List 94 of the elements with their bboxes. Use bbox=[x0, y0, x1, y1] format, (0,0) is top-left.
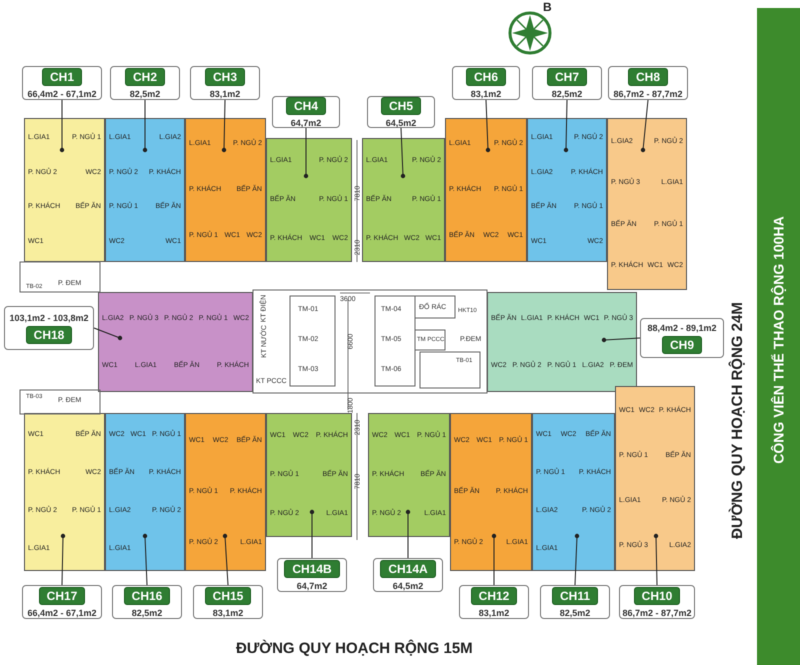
apartment-unit bbox=[24, 118, 105, 262]
leader-line bbox=[406, 510, 410, 558]
apartment-unit bbox=[607, 118, 687, 290]
apartment-unit bbox=[487, 292, 637, 392]
area-callout bbox=[459, 585, 529, 619]
leader-line bbox=[94, 328, 122, 340]
area-text: 66,4m2 - 67,1m2 bbox=[27, 608, 97, 618]
area-callout bbox=[190, 66, 260, 100]
area-text: 82,5m2 bbox=[560, 608, 590, 618]
area-text: 82,5m2 bbox=[130, 88, 160, 98]
leader-line bbox=[602, 338, 640, 342]
unit-badge: CH14B bbox=[284, 560, 340, 578]
apartment-unit bbox=[450, 413, 532, 571]
area-text: 64,7m2 bbox=[296, 580, 328, 590]
unit-badge: CH5 bbox=[380, 96, 421, 114]
unit-badge: CH16 bbox=[124, 586, 170, 604]
area-text: 64,5m2 bbox=[386, 118, 416, 128]
compass-letter: B bbox=[543, 0, 552, 14]
leader-line bbox=[222, 100, 226, 152]
area-callout bbox=[277, 558, 347, 592]
unit-badge: CH9 bbox=[662, 336, 702, 354]
area-callout bbox=[373, 558, 443, 592]
area-callout bbox=[112, 585, 182, 619]
leader-line bbox=[640, 100, 648, 152]
apartment-unit bbox=[362, 138, 445, 262]
unit-badge: CH3 bbox=[204, 68, 245, 86]
apartment-unit bbox=[98, 292, 253, 392]
area-callout bbox=[367, 96, 435, 128]
area-text: 86,7m2 - 87,7m2 bbox=[622, 608, 692, 618]
unit-badge: CH12 bbox=[470, 586, 518, 604]
area-text: 83,1m2 bbox=[210, 88, 240, 98]
leader-line bbox=[486, 100, 490, 152]
area-callout bbox=[452, 66, 520, 100]
road-label: ĐƯỜNG QUY HOẠCH RỘNG 24M bbox=[728, 302, 746, 538]
area-callout bbox=[4, 306, 94, 350]
area-callout bbox=[608, 66, 688, 100]
park-label: CÔNG VIÊN THỂ THAO RỘNG 100HA bbox=[770, 216, 786, 464]
unit-badge: CH10 bbox=[634, 586, 680, 604]
leader-line bbox=[222, 534, 228, 586]
unit-badge: CH7 bbox=[546, 68, 587, 86]
unit-badge: CH17 bbox=[38, 586, 86, 604]
apartment-unit bbox=[105, 118, 185, 262]
apartment-unit bbox=[185, 118, 266, 262]
leader-line bbox=[304, 128, 308, 178]
unit-badge: CH4 bbox=[286, 96, 326, 114]
leader-line bbox=[142, 100, 148, 152]
area-text: 66,4m2 - 67,1m2 bbox=[27, 88, 97, 98]
area-text: 88,4m2 - 89,1m2 bbox=[647, 322, 717, 332]
area-text: 64,5m2 bbox=[392, 580, 424, 590]
area-text: 83,1m2 bbox=[212, 608, 244, 618]
leader-line bbox=[400, 128, 406, 178]
road-label: ĐƯỜNG QUY HOẠCH RỘNG 15M bbox=[236, 640, 473, 657]
unit-badge: CH18 bbox=[26, 326, 72, 344]
unit-badge: CH15 bbox=[204, 586, 252, 604]
area-callout bbox=[22, 66, 102, 100]
leader-line bbox=[564, 100, 568, 152]
area-text: 82,5m2 bbox=[132, 608, 162, 618]
leader-line bbox=[142, 534, 148, 586]
apartment-unit bbox=[266, 138, 352, 262]
apartment-unit bbox=[368, 413, 450, 537]
area-text: 64,7m2 bbox=[290, 118, 322, 128]
area-callout bbox=[540, 585, 610, 619]
apartment-unit bbox=[615, 386, 695, 571]
unit-badge: CH14A bbox=[380, 560, 436, 578]
apartment-unit bbox=[24, 413, 105, 571]
unit-badge: CH6 bbox=[466, 68, 506, 86]
apartment-unit bbox=[185, 413, 266, 571]
apartment-unit bbox=[527, 118, 607, 262]
area-callout bbox=[619, 585, 695, 619]
unit-badge: CH2 bbox=[124, 68, 165, 86]
area-callout bbox=[272, 96, 340, 128]
apartment-unit bbox=[266, 413, 352, 537]
leader-line bbox=[492, 534, 496, 586]
area-text: 83,1m2 bbox=[478, 608, 510, 618]
unit-badge: CH11 bbox=[552, 586, 598, 604]
leader-line bbox=[310, 510, 314, 558]
apartment-unit bbox=[105, 413, 185, 571]
apartment-unit bbox=[532, 413, 615, 571]
leader-line bbox=[60, 534, 66, 586]
area-callout bbox=[532, 66, 602, 100]
area-callout bbox=[193, 585, 263, 619]
unit-badge: CH1 bbox=[42, 68, 82, 86]
area-callout bbox=[22, 585, 102, 619]
leader-line bbox=[574, 534, 580, 586]
apartment-unit bbox=[445, 118, 527, 262]
area-text: 103,1m2 - 103,8m2 bbox=[9, 312, 89, 322]
area-callout bbox=[110, 66, 180, 100]
unit-badge: CH8 bbox=[628, 68, 668, 86]
area-text: 86,7m2 - 87,7m2 bbox=[613, 88, 683, 98]
leader-line bbox=[60, 100, 64, 152]
leader-line bbox=[654, 534, 658, 586]
area-callout bbox=[640, 318, 724, 358]
area-text: 82,5m2 bbox=[552, 88, 582, 98]
area-text: 83,1m2 bbox=[470, 88, 502, 98]
